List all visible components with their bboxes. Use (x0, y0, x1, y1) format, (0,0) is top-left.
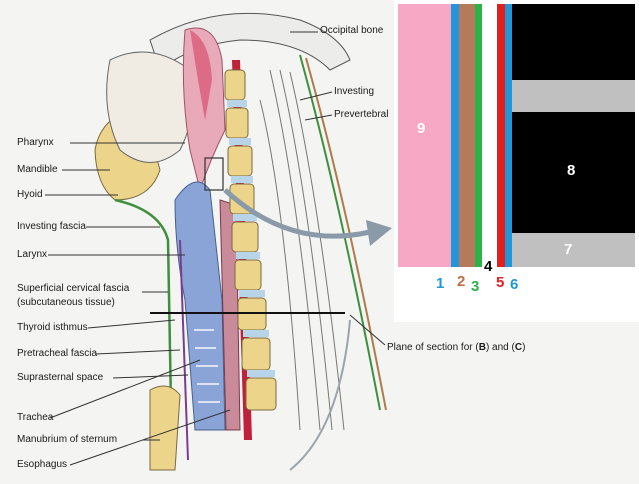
label-investing-fascia: Investing fascia (17, 221, 86, 232)
layer-2-strip (459, 4, 475, 267)
label-thyroid-isthmus: Thyroid isthmus (17, 322, 88, 333)
layer-number-7: 7 (564, 241, 573, 258)
occipital-bone-outline (149, 12, 351, 71)
layer-3-strip (475, 4, 482, 267)
layer-8-black-main (512, 112, 635, 233)
pretracheal-fascia (179, 239, 189, 461)
label-plane-of-section: Plane of section for (B) and (C) (387, 342, 526, 353)
vertebral-column (224, 69, 277, 411)
investing-fascia-anterior (114, 198, 174, 461)
layer-number-4: 4 (484, 258, 493, 275)
layer-4-gap (482, 4, 497, 267)
larynx-trachea (174, 181, 226, 431)
layer-5-strip (497, 4, 505, 267)
label-investing: Investing (334, 86, 375, 97)
left-leader-lines (45, 142, 231, 466)
label-trachea: Trachea (17, 412, 54, 423)
label-superficial-cervical-fascia: Superficial cervical fascia (17, 283, 130, 294)
prevertebral-leader (304, 114, 333, 121)
investing-fascia-posterior (299, 54, 381, 411)
prevertebral-fascia-posterior (305, 57, 387, 411)
layer-1-strip (451, 4, 459, 267)
label-occipital-bone: Occipital bone (320, 25, 384, 36)
label-pharynx: Pharynx (17, 137, 54, 148)
layer-number-6: 6 (510, 276, 519, 293)
label-mandible: Mandible (17, 164, 58, 175)
tongue-shape (106, 51, 194, 163)
layer-number-3: 3 (471, 278, 480, 295)
layer-number-5: 5 (496, 274, 505, 291)
tracheal-rings (194, 329, 220, 403)
layer-number-1: 1 (436, 275, 445, 292)
manubrium-shape (149, 385, 181, 471)
posterior-neck-muscles (259, 69, 345, 431)
layer-9-strip (398, 4, 454, 267)
layer-8-black-top (512, 4, 635, 80)
layer-7-grey-block (512, 233, 635, 267)
callout-arrow-head (366, 220, 392, 246)
label-prevertebral: Prevertebral (334, 109, 389, 120)
layer-number-8: 8 (567, 162, 576, 179)
lower-curve-arrow (289, 319, 351, 471)
investing-leader (299, 91, 333, 101)
label-hyoid: Hyoid (17, 189, 43, 200)
fascia-layers-inset: 9 8 7 1 2 3 4 5 6 (394, 0, 639, 322)
layer-number-2: 2 (457, 273, 466, 290)
callout-arrow-shaft (223, 188, 371, 239)
layer-8-grey-band (512, 80, 635, 112)
label-subcutaneous-tissue: (subcutaneous tissue) (17, 297, 115, 308)
intervertebral-discs (227, 100, 275, 377)
layer-number-9: 9 (417, 120, 426, 137)
label-suprasternal-space: Suprasternal space (17, 372, 104, 383)
label-larynx: Larynx (17, 249, 48, 260)
label-pretracheal-fascia: Pretracheal fascia (17, 348, 98, 359)
layer-6-strip (505, 4, 512, 267)
label-esophagus: Esophagus (17, 459, 68, 470)
label-manubrium: Manubrium of sternum (17, 434, 118, 445)
nasopharynx-region (190, 30, 212, 120)
callout-box (204, 157, 224, 191)
plane-leader (349, 314, 386, 346)
